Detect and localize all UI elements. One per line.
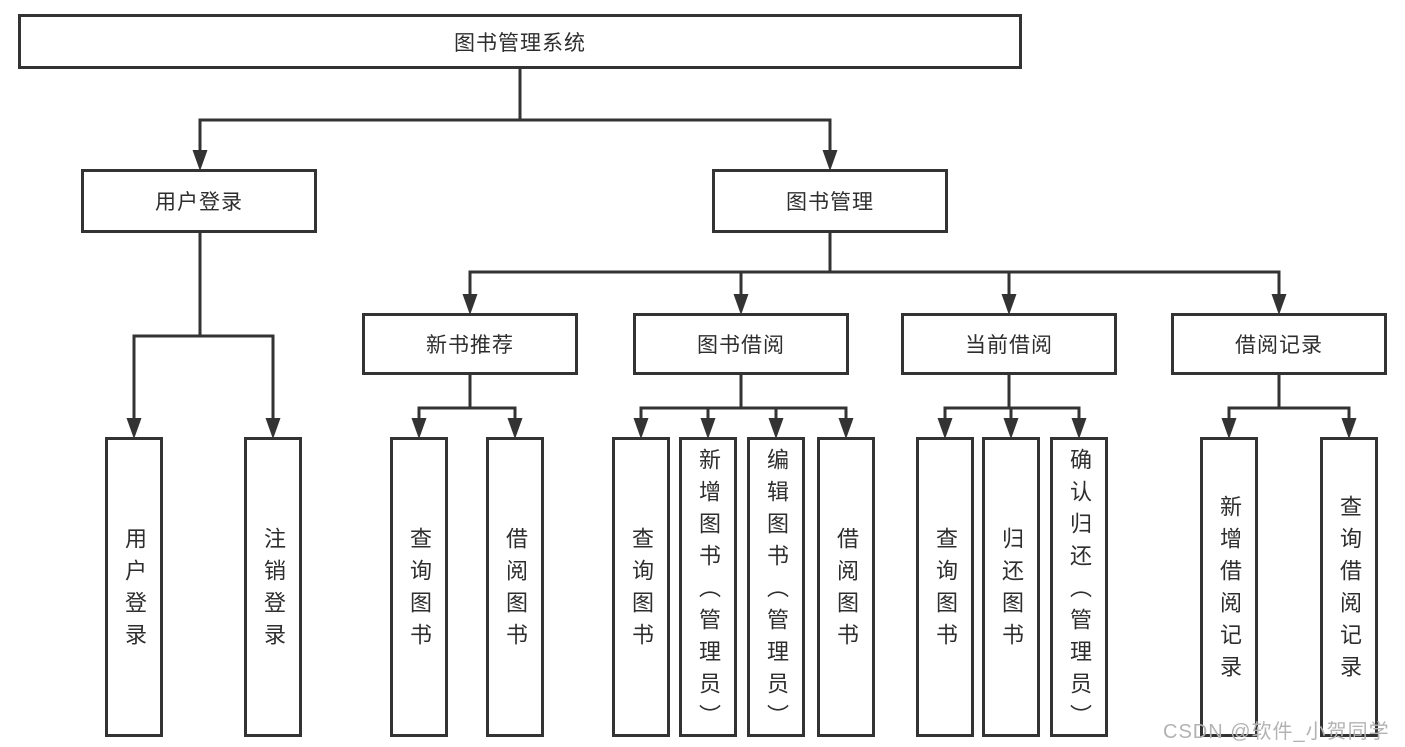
- leaf-return-book: 归还图书: [982, 437, 1040, 737]
- arrowhead-icons: [126, 150, 1357, 439]
- node-book-management: 图书管理: [712, 169, 948, 233]
- node-book-borrow: 图书借阅: [633, 313, 849, 375]
- leaf-add-borrow-record: 新增借阅记录: [1200, 437, 1258, 737]
- leaf-query-borrow-record: 查询借阅记录: [1320, 437, 1378, 737]
- node-root: 图书管理系统: [18, 14, 1022, 69]
- leaf-query-books-current: 查询图书: [916, 437, 974, 737]
- node-borrow-records: 借阅记录: [1171, 313, 1387, 375]
- leaf-query-books-recommend: 查询图书: [390, 437, 448, 737]
- leaf-confirm-return-admin: 确认归还（管理员）: [1050, 437, 1108, 737]
- node-user-login-branch: 用户登录: [81, 169, 317, 233]
- node-current-borrow: 当前借阅: [901, 313, 1117, 375]
- leaf-user-login: 用户登录: [105, 437, 163, 737]
- csdn-watermark: CSDN @软件_小贺同学: [1163, 721, 1390, 743]
- leaf-edit-book-admin: 编辑图书（管理员）: [747, 437, 805, 737]
- leaf-borrow-books-recommend: 借阅图书: [486, 437, 544, 737]
- leaf-logout: 注销登录: [244, 437, 302, 737]
- node-new-book-recommend: 新书推荐: [362, 313, 578, 375]
- leaf-borrow-books: 借阅图书: [817, 437, 875, 737]
- leaf-add-book-admin: 新增图书（管理员）: [679, 437, 737, 737]
- leaf-query-books-borrow: 查询图书: [612, 437, 670, 737]
